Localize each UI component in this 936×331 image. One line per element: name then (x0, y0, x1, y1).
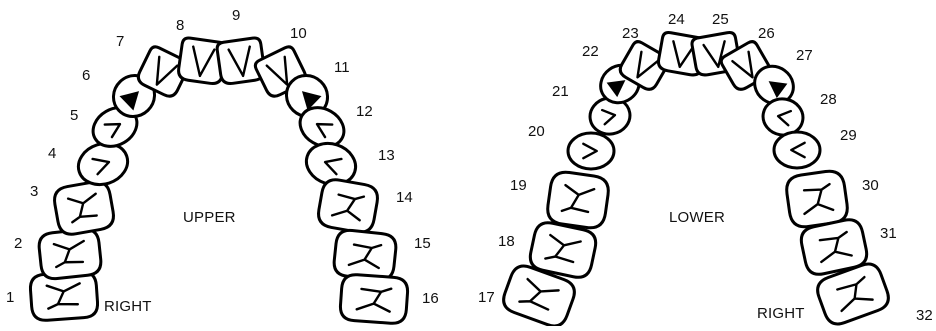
lower-arch: 17 18 19 20 21 22 23 24 25 26 27 28 29 30 31 32 (478, 11, 933, 328)
tooth-number-2: 2 (14, 235, 22, 252)
tooth-3 (53, 180, 115, 236)
tooth-number-10: 10 (290, 25, 307, 42)
tooth-number-21: 21 (552, 83, 569, 100)
tooth-number-17: 17 (478, 289, 495, 306)
tooth-number-29: 29 (840, 127, 857, 144)
tooth-1 (28, 270, 100, 322)
tooth-number-11: 11 (334, 59, 350, 76)
tooth-number-18: 18 (498, 233, 515, 250)
tooth-number-32: 32 (916, 307, 933, 324)
tooth-14 (317, 178, 379, 234)
tooth-number-30: 30 (862, 177, 879, 194)
tooth-28 (761, 97, 805, 137)
tooth-9 (215, 36, 266, 86)
lower-right-label: RIGHT (757, 305, 805, 322)
tooth-number-6: 6 (82, 67, 90, 84)
tooth-number-19: 19 (510, 177, 527, 194)
tooth-number-27: 27 (796, 47, 813, 64)
tooth-16 (338, 273, 410, 325)
tooth-number-12: 12 (356, 103, 373, 120)
tooth-number-28: 28 (820, 91, 837, 108)
tooth-27 (753, 64, 795, 106)
tooth-number-5: 5 (70, 107, 78, 124)
tooth-19 (546, 170, 610, 230)
tooth-20 (566, 131, 616, 171)
tooth-18 (528, 221, 598, 279)
tooth-23 (618, 40, 671, 91)
upper-arch-label: UPPER (183, 209, 236, 226)
tooth-number-1: 1 (6, 289, 14, 306)
lower-arch-label: LOWER (669, 209, 725, 226)
tooth-2 (37, 227, 103, 281)
tooth-number-31: 31 (880, 225, 897, 242)
tooth-number-8: 8 (176, 17, 184, 34)
tooth-number-14: 14 (396, 189, 413, 206)
tooth-29 (772, 130, 822, 170)
tooth-4 (76, 141, 130, 187)
tooth-number-9: 9 (232, 7, 240, 24)
tooth-number-3: 3 (30, 183, 38, 200)
tooth-12 (298, 106, 346, 148)
tooth-number-7: 7 (116, 33, 124, 50)
tooth-number-4: 4 (48, 145, 56, 162)
tooth-17 (502, 264, 576, 328)
tooth-number-22: 22 (582, 43, 599, 60)
tooth-number-15: 15 (414, 235, 431, 252)
tooth-number-16: 16 (422, 290, 439, 307)
upper-right-label: RIGHT (104, 298, 152, 315)
tooth-number-24: 24 (668, 11, 685, 28)
tooth-number-23: 23 (622, 25, 639, 42)
tooth-31 (799, 218, 869, 276)
tooth-number-20: 20 (528, 123, 545, 140)
tooth-number-26: 26 (758, 25, 775, 42)
tooth-number-25: 25 (712, 11, 729, 28)
tooth-32 (816, 262, 890, 326)
tooth-30 (785, 169, 849, 229)
tooth-number-13: 13 (378, 147, 395, 164)
tooth-15 (332, 228, 398, 282)
